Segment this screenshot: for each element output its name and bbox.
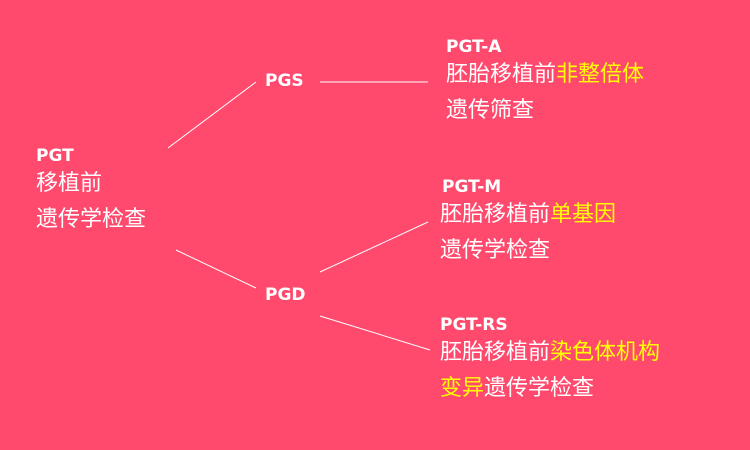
pgs-node: PGS (265, 71, 304, 91)
pgta-pre: 胚胎移植前 (446, 62, 557, 87)
pgtrs-highlight2: 变异 (440, 376, 485, 401)
pgtrs-code: PGT-RS (440, 315, 508, 335)
connector-pgt-pgs (167, 81, 257, 149)
pgtm-pre: 胚胎移植前 (440, 202, 551, 227)
pgd-node: PGD (265, 285, 306, 305)
pgtm-code: PGT-M (442, 177, 502, 197)
pgtrs-line2: 遗传学检查 (484, 376, 595, 401)
root-line2: 遗传学检查 (36, 207, 147, 232)
pgtm-line2: 遗传学检查 (440, 238, 551, 263)
pgtrs-node: PGT-RS 胚胎移植前染色体机构 变异遗传学检查 (440, 315, 660, 407)
pgtm-node: PGT-M 胚胎移植前单基因 遗传学检查 (440, 177, 617, 269)
root-code: PGT (36, 146, 74, 166)
pgta-line2: 遗传筛查 (446, 98, 535, 123)
pgta-highlight: 非整倍体 (556, 62, 645, 87)
pgta-node: PGT-A 胚胎移植前非整倍体 遗传筛查 (446, 37, 644, 129)
connector-pgt-pgd (175, 249, 257, 289)
connector-pgd-pgtm (319, 221, 429, 273)
connector-pgd-pgtrs (319, 315, 431, 351)
root-node: PGT 移植前 遗传学检查 (36, 146, 146, 238)
pgtm-highlight: 单基因 (550, 202, 617, 227)
pgtrs-pre: 胚胎移植前 (440, 340, 551, 365)
pgtrs-highlight: 染色体机构 (550, 340, 661, 365)
root-line1: 移植前 (36, 171, 103, 196)
pgta-code: PGT-A (446, 37, 502, 57)
